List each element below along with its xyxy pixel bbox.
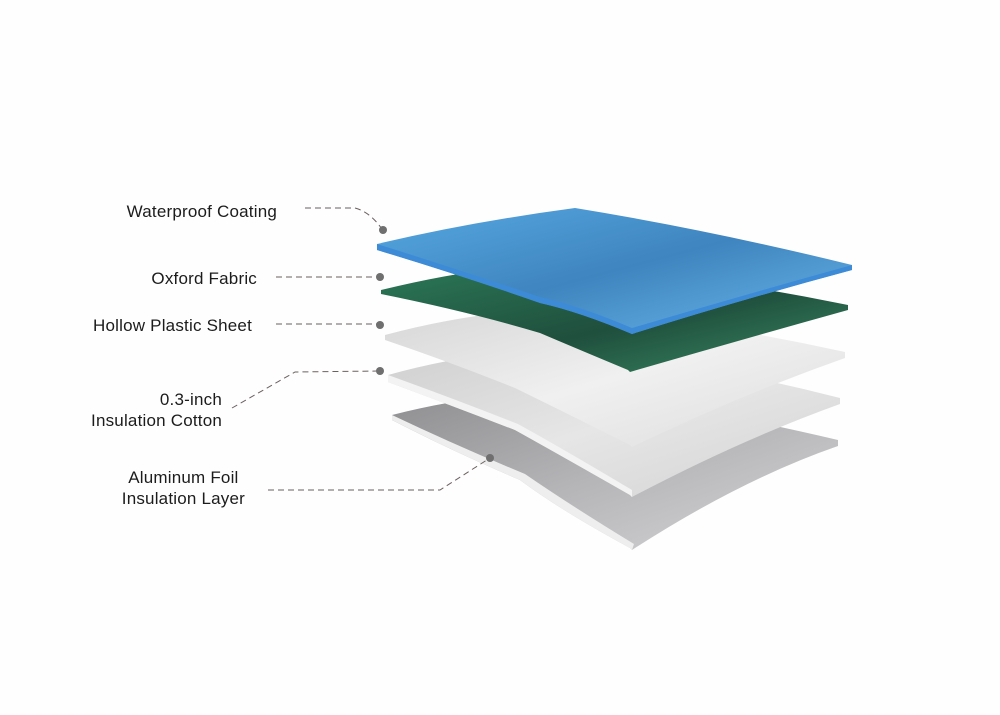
label-oxford-fabric: Oxford Fabric xyxy=(151,269,257,288)
label-waterproof-coating: Waterproof Coating xyxy=(126,202,277,221)
label-hollow-plastic-sheet: Hollow Plastic Sheet xyxy=(93,316,252,335)
dot-foil xyxy=(486,454,494,462)
label-foil-line2: Insulation Layer xyxy=(121,489,245,508)
label-insulation-cotton: 0.3-inch Insulation Cotton xyxy=(91,389,222,431)
label-cotton-line1: 0.3-inch xyxy=(159,390,222,409)
leader-dots xyxy=(376,226,494,462)
label-aluminum-foil: Aluminum Foil Insulation Layer xyxy=(122,467,245,509)
leader-waterproof xyxy=(305,207,383,230)
leader-cotton xyxy=(231,370,379,409)
dot-oxford xyxy=(376,273,384,281)
dot-cotton xyxy=(376,367,384,375)
leader-lines xyxy=(231,207,491,491)
label-cotton-line2: Insulation Cotton xyxy=(91,411,222,430)
dot-waterproof xyxy=(379,226,387,234)
dot-plastic xyxy=(376,321,384,329)
leader-foil xyxy=(268,457,491,491)
waterproof-coating-layer xyxy=(377,208,852,334)
label-foil-line1: Aluminum Foil xyxy=(128,468,239,487)
